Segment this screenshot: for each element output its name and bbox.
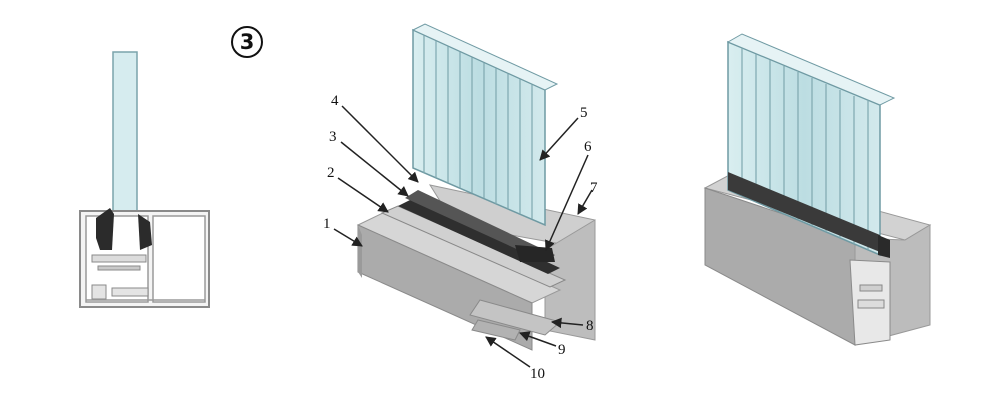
callout-9: 9: [558, 342, 566, 358]
gasket-strip-6: [515, 245, 555, 262]
section-gasket-left: [96, 208, 114, 250]
panel-ribs: [423, 35, 533, 219]
assembled-view: [703, 33, 932, 346]
assembled-panel-ribs: [741, 48, 869, 250]
callout-2: 2: [327, 165, 335, 181]
callout-6: 6: [584, 139, 592, 155]
callout-4: 4: [331, 93, 339, 109]
lower-channel: [469, 299, 562, 336]
gasket-strip-2: [380, 205, 567, 288]
step-badge-number: 3: [240, 30, 255, 54]
gasket-strip-4: [405, 190, 555, 262]
exploded-view: [356, 23, 596, 351]
callout-3: 3: [329, 129, 337, 145]
section-gasket-right: [138, 214, 152, 250]
callout-leaders: [333, 105, 593, 368]
callout-7: 7: [590, 180, 598, 196]
cross-section-view: [79, 51, 210, 308]
callout-8: 8: [586, 318, 594, 334]
step-badge: 3: [231, 26, 263, 58]
callout-10: 10: [530, 366, 545, 382]
callout-5: 5: [580, 105, 588, 121]
assembled-gasket: [728, 172, 880, 252]
callout-1: 1: [323, 216, 331, 232]
